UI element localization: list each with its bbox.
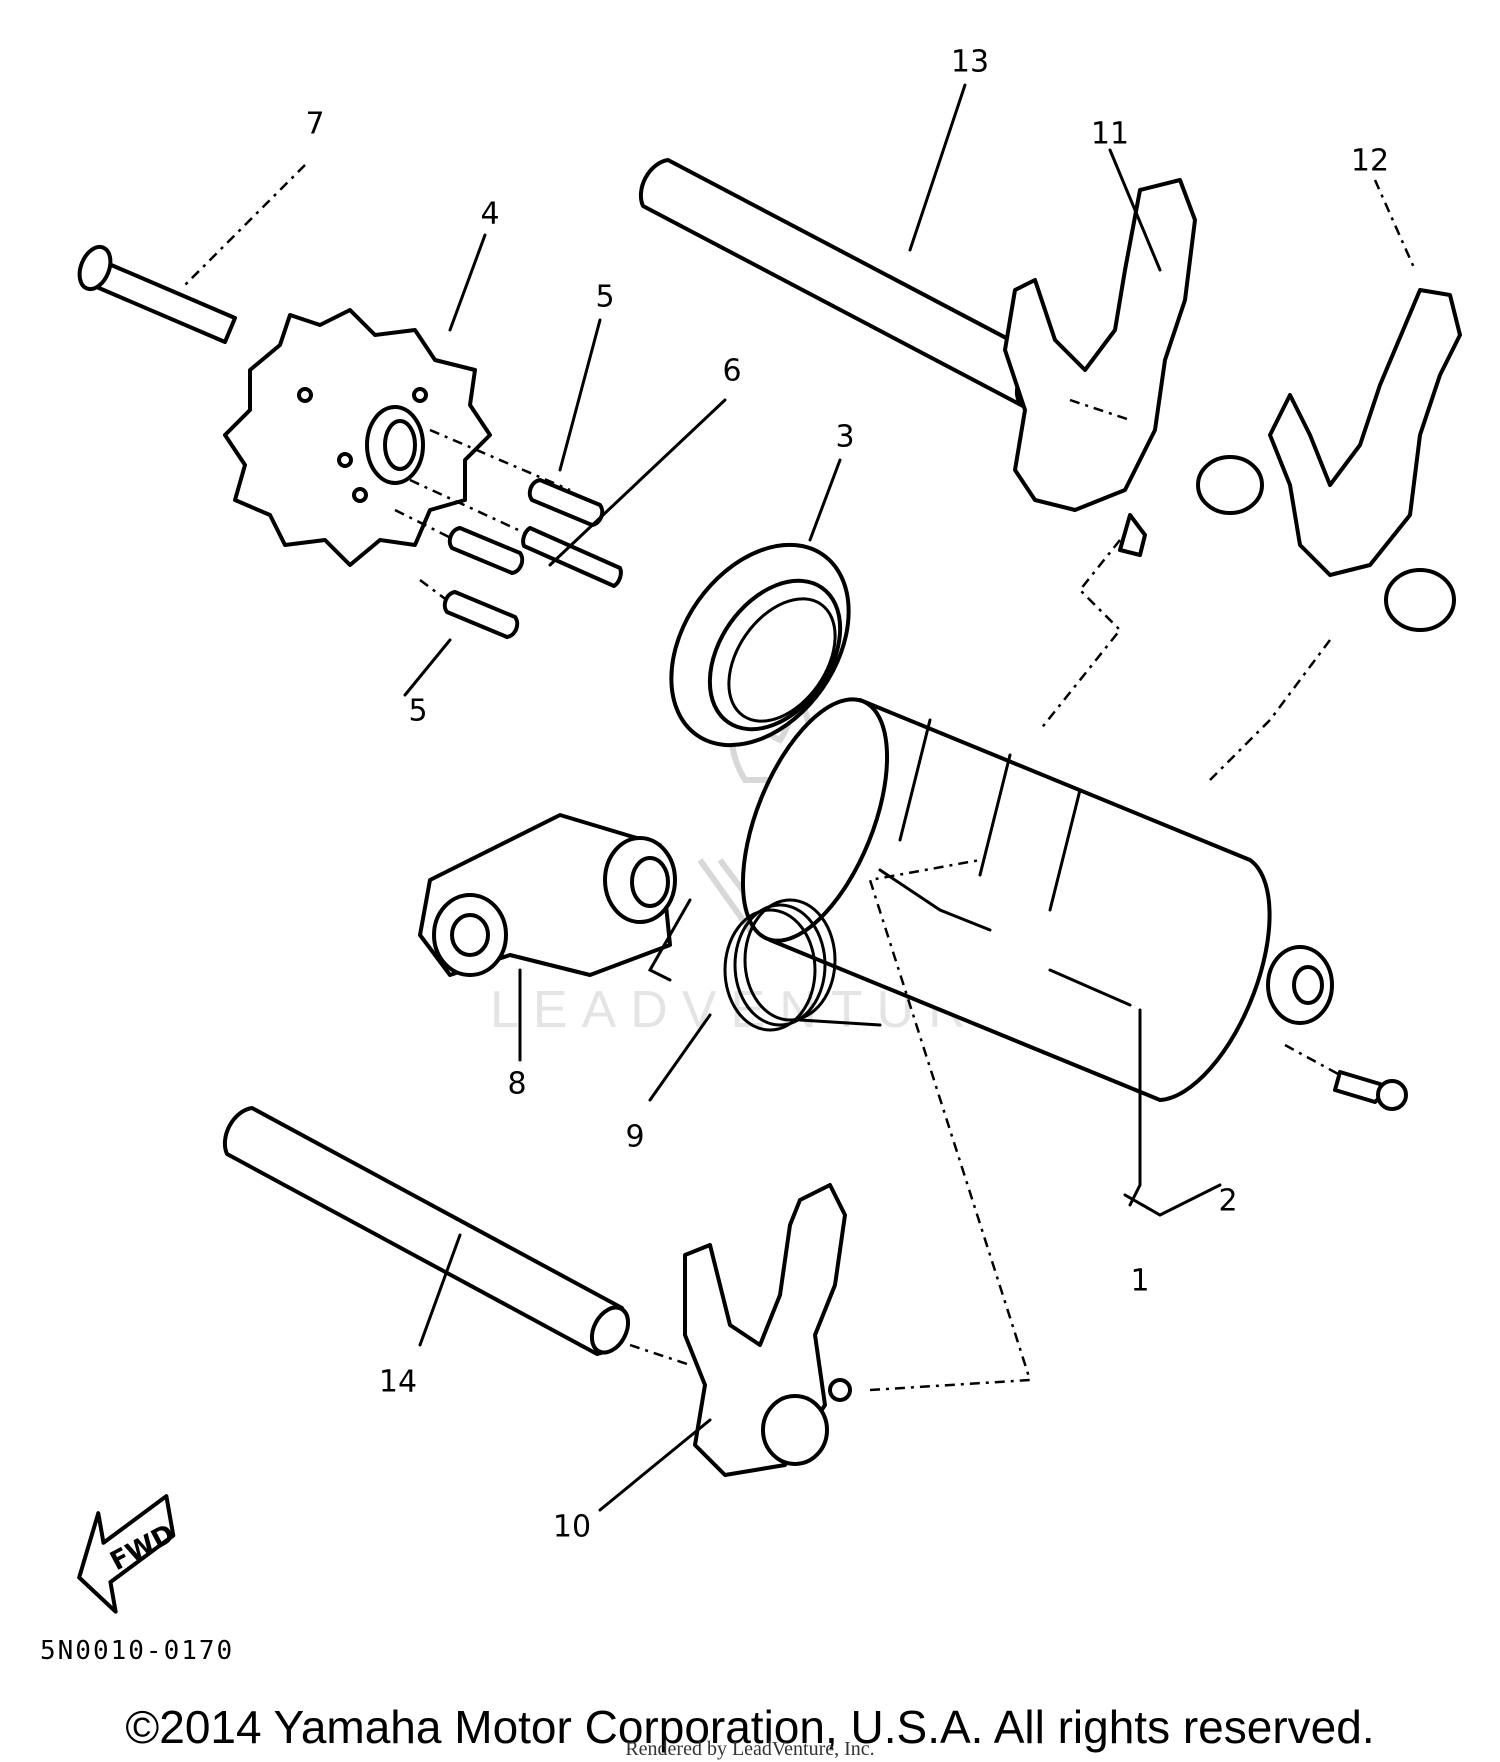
callout-6: 6	[722, 354, 741, 389]
callout-10: 10	[553, 1510, 591, 1545]
part-7-pin	[77, 244, 237, 344]
callouts: 1 2 3 4 5 5 6 7 8 9 10 11 12 13 14	[305, 45, 1389, 1545]
part-9-spring	[647, 898, 882, 1032]
part-12-shift-fork	[1268, 288, 1462, 632]
part-3-bearing	[669, 542, 851, 748]
part-2-pin	[1333, 1070, 1408, 1111]
callout-1: 1	[1130, 1264, 1149, 1299]
diagram-code: 5N0010-0170	[40, 1636, 235, 1666]
part-4-segment	[223, 308, 492, 567]
leader-lines	[184, 83, 1417, 1512]
callout-12: 12	[1351, 144, 1389, 179]
callout-5-lower: 5	[408, 694, 427, 729]
callout-14: 14	[379, 1365, 417, 1400]
part-13-shaft	[638, 158, 1056, 410]
part-14-shaft	[222, 1106, 631, 1356]
callout-8: 8	[507, 1067, 526, 1102]
part-1-shift-drum	[740, 697, 1334, 1102]
callout-11: 11	[1091, 117, 1129, 152]
part-11-shift-fork	[1003, 178, 1264, 557]
callout-3: 3	[835, 420, 854, 455]
callout-5-upper: 5	[595, 280, 614, 315]
callout-7: 7	[305, 107, 324, 142]
fwd-arrow-icon: FWD	[77, 1494, 180, 1614]
callout-13: 13	[951, 45, 989, 80]
callout-4: 4	[480, 197, 499, 232]
part-8-stopper-lever	[418, 813, 677, 977]
copyright-text: ©2014 Yamaha Motor Corporation, U.S.A. A…	[125, 1701, 1375, 1753]
rendered-by-text: Rendered by LeadVenture, Inc.	[625, 1738, 875, 1760]
callout-9: 9	[625, 1120, 644, 1155]
part-10-shift-fork	[683, 1183, 852, 1477]
part-6-rod	[521, 526, 623, 588]
callout-2: 2	[1218, 1184, 1237, 1219]
